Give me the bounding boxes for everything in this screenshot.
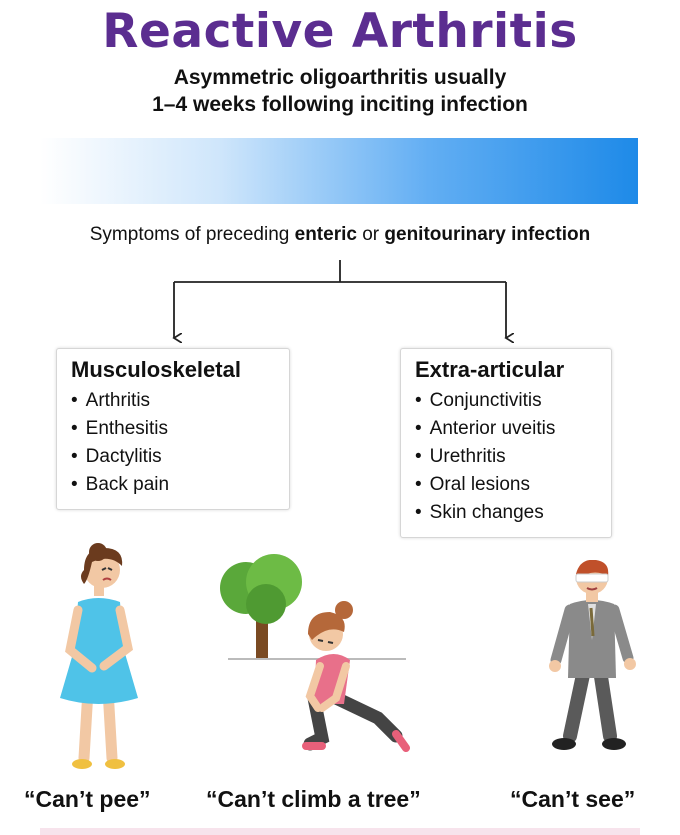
caption-cant-pee: “Can’t pee” — [24, 786, 151, 812]
list-item: Dactylitis — [71, 443, 275, 471]
woman-cant-climb-tree-illustration — [220, 554, 410, 752]
subtitle-line-2: 1–4 weeks following inciting infection — [152, 93, 528, 116]
list-item: Arthritis — [71, 387, 275, 415]
branch-connector — [0, 260, 680, 348]
symptoms-line: Symptoms of preceding enteric or genitou… — [0, 224, 680, 246]
list-item: Enthesitis — [71, 415, 275, 443]
symptoms-middle: or — [356, 224, 385, 245]
gradient-bar — [40, 138, 638, 204]
symptoms-prefix: Symptoms of preceding — [89, 224, 295, 245]
extra-articular-list: Conjunctivitis Anterior uveitis Urethrit… — [415, 387, 597, 527]
musculoskeletal-title: Musculoskeletal — [71, 357, 241, 382]
extra-articular-card: Extra-articular Conjunctivitis Anterior … — [400, 348, 612, 538]
symptoms-term-genitourinary: genitourinary infection — [384, 224, 591, 245]
list-item: Back pain — [71, 471, 275, 499]
bottom-strip — [40, 828, 640, 835]
musculoskeletal-list: Arthritis Enthesitis Dactylitis Back pai… — [71, 387, 275, 499]
page-title: Reactive Arthritis — [102, 4, 578, 59]
list-item: Conjunctivitis — [415, 387, 597, 415]
extra-articular-title: Extra-articular — [415, 357, 565, 382]
symptoms-term-enteric: enteric — [294, 224, 357, 245]
caption-cant-climb-tree: “Can’t climb a tree” — [206, 786, 421, 812]
list-item: Anterior uveitis — [415, 415, 597, 443]
woman-cant-pee-illustration — [60, 543, 138, 769]
subtitle: Asymmetric oligoarthritis usually 1–4 we… — [0, 64, 680, 118]
subtitle-line-1: Asymmetric oligoarthritis usually — [173, 66, 507, 89]
musculoskeletal-card: Musculoskeletal Arthritis Enthesitis Dac… — [56, 348, 290, 510]
caption-cant-see: “Can’t see” — [510, 786, 636, 812]
list-item: Oral lesions — [415, 471, 597, 499]
list-item: Urethritis — [415, 443, 597, 471]
man-cant-see-illustration — [549, 560, 636, 750]
list-item: Skin changes — [415, 499, 597, 527]
